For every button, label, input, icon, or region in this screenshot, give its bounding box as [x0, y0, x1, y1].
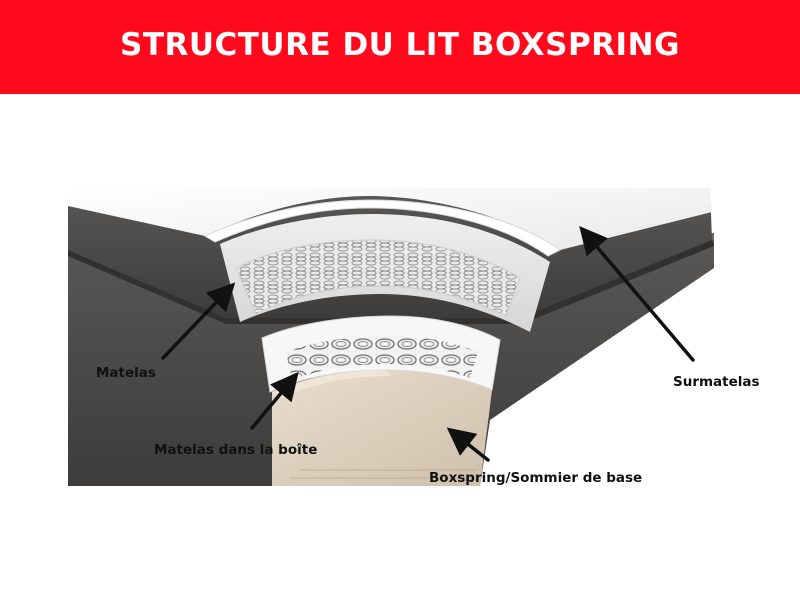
label-boxspring: Boxspring/Sommier de base: [429, 470, 643, 486]
wooden-base: [272, 370, 492, 486]
arrow-surmatelas: [579, 225, 695, 362]
arrow-matelas: [161, 282, 236, 360]
boxspring-diagram: [68, 188, 714, 486]
arrows: [161, 225, 695, 462]
label-matelas: Matelas: [96, 365, 156, 381]
page-title: STRUCTURE DU LIT BOXSPRING: [120, 27, 680, 63]
topper-layer: [68, 188, 712, 257]
label-surmatelas: Surmatelas: [673, 374, 760, 390]
title-banner: STRUCTURE DU LIT BOXSPRING: [0, 0, 800, 94]
label-matelas-dans-la-boite: Matelas dans la boîte: [154, 442, 318, 458]
arrow-matelas-boite: [250, 371, 299, 430]
mattress-cutaway: [220, 214, 550, 332]
arrow-boxspring: [446, 427, 490, 462]
box-mattress-cutaway: [261, 315, 501, 393]
